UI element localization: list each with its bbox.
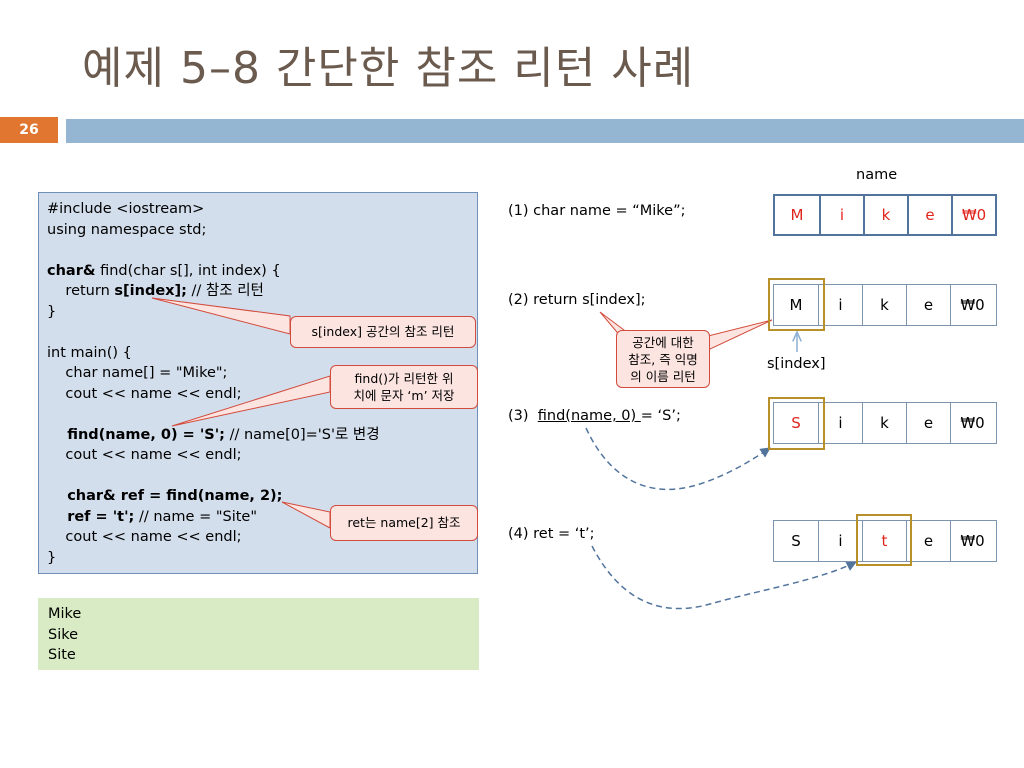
array-cell: k [862,285,906,325]
code-comment: // name[0]='S'로 변경 [224,426,380,443]
output-line-2: Sike [48,626,79,643]
s-index-label: s[index] [767,356,826,372]
array-cell: i [818,521,862,561]
code-line-14: } [47,549,57,566]
code-text: return [47,283,115,299]
array-cell: e [906,521,950,561]
code-line-4: return s[index]; // 참조 리턴 [47,281,477,302]
array-cell: i [819,196,863,234]
code-line-8: cout << name << endl; [47,385,242,402]
output-line-3: Site [48,647,76,663]
code-text: find(char s[], int index) { [95,262,281,279]
code-comment: // name = "Site" [134,508,257,525]
callout-tail [281,501,331,529]
array-cell: S [791,532,801,550]
page-number: 26 [19,122,39,138]
name-label: name [856,167,898,183]
array-cell: e [907,196,951,234]
callout-ref-name2: ret는 name[2] 참조 [330,505,478,541]
array-cell: ₩0 [950,403,994,443]
array-cell: S [791,414,801,432]
code-line-6: int main() { [47,344,132,361]
array-cell: k [863,196,907,234]
find-call: find(name, 0) [537,408,641,424]
callout-anonymous-ref: 공간에 대한 참조, 즉 익명 의 이름 리턴 [616,330,710,388]
highlight-box [856,514,912,566]
output-line-1: Mike [48,606,82,622]
array-cell: ₩0 [951,196,995,234]
highlight-box [768,278,825,331]
dashed-arrow [585,427,771,491]
array-after-find: S i k e ₩0 [773,402,997,444]
step-2-label: (2) return s[index]; [508,292,646,308]
title-bar-accent [0,117,58,143]
dashed-arrow [591,545,857,610]
code-keyword: char& ref = find(name, 2); [47,488,283,504]
code-line-12: ref = 't'; // name = "Site" [47,507,477,528]
array-cell: M [790,206,804,224]
code-line-13: cout << name << endl; [47,529,242,545]
array-cell: e [906,403,950,443]
code-keyword: ref = 't'; [47,508,135,525]
callout-tail [171,375,331,427]
array-cell: t [862,521,906,561]
code-keyword: find(name, 0) = 'S'; [47,426,225,443]
callout-store-char: find()가 리턴한 위 치에 문자 ‘m’ 저장 [330,365,478,409]
array-cell: ₩0 [950,285,994,325]
array-name-initial: M i k e ₩0 [773,194,997,236]
callout-reference-return: s[index] 공간의 참조 리턴 [290,316,476,348]
code-keyword: char& [47,262,96,279]
callout-tail [707,319,773,351]
step-1-label: (1) char name = “Mike”; [508,203,686,219]
array-after-ref: S i t e ₩0 [773,520,997,562]
code-line-1: #include <iostream> [47,201,205,217]
callout-tail [151,297,291,335]
program-output: Mike Sike Site [38,598,479,670]
code-line-11: char& ref = find(name, 2); [47,486,477,507]
step-4-label: (4) ret = ‘t’; [508,526,595,542]
code-line-7: char name[] = "Mike"; [47,365,228,381]
code-line-9: find(name, 0) = 'S'; // name[0]='S'로 변경 [47,425,477,446]
array-cell: i [818,285,862,325]
array-cell: ₩0 [950,521,994,561]
array-return-step: M i k e ₩0 [773,284,997,326]
code-keyword: s[index]; [114,283,187,299]
array-cell: i [818,403,862,443]
highlight-box [768,397,825,450]
array-cell: M [789,296,803,314]
slide-title: 예제 5–8 간단한 참조 리턴 사례 [82,43,695,94]
code-comment: // 참조 리턴 [186,283,264,299]
code-line-3: char& find(char s[], int index) { [47,261,477,282]
code-line-10: cout << name << endl; [47,447,242,463]
title-bar [66,119,1024,143]
array-cell: k [862,403,906,443]
code-line-2: using namespace std; [47,221,207,238]
code-line-5: } [47,303,57,320]
step-3-label: (3) find(name, 0) = ‘S’; [508,408,681,424]
array-cell: e [906,285,950,325]
